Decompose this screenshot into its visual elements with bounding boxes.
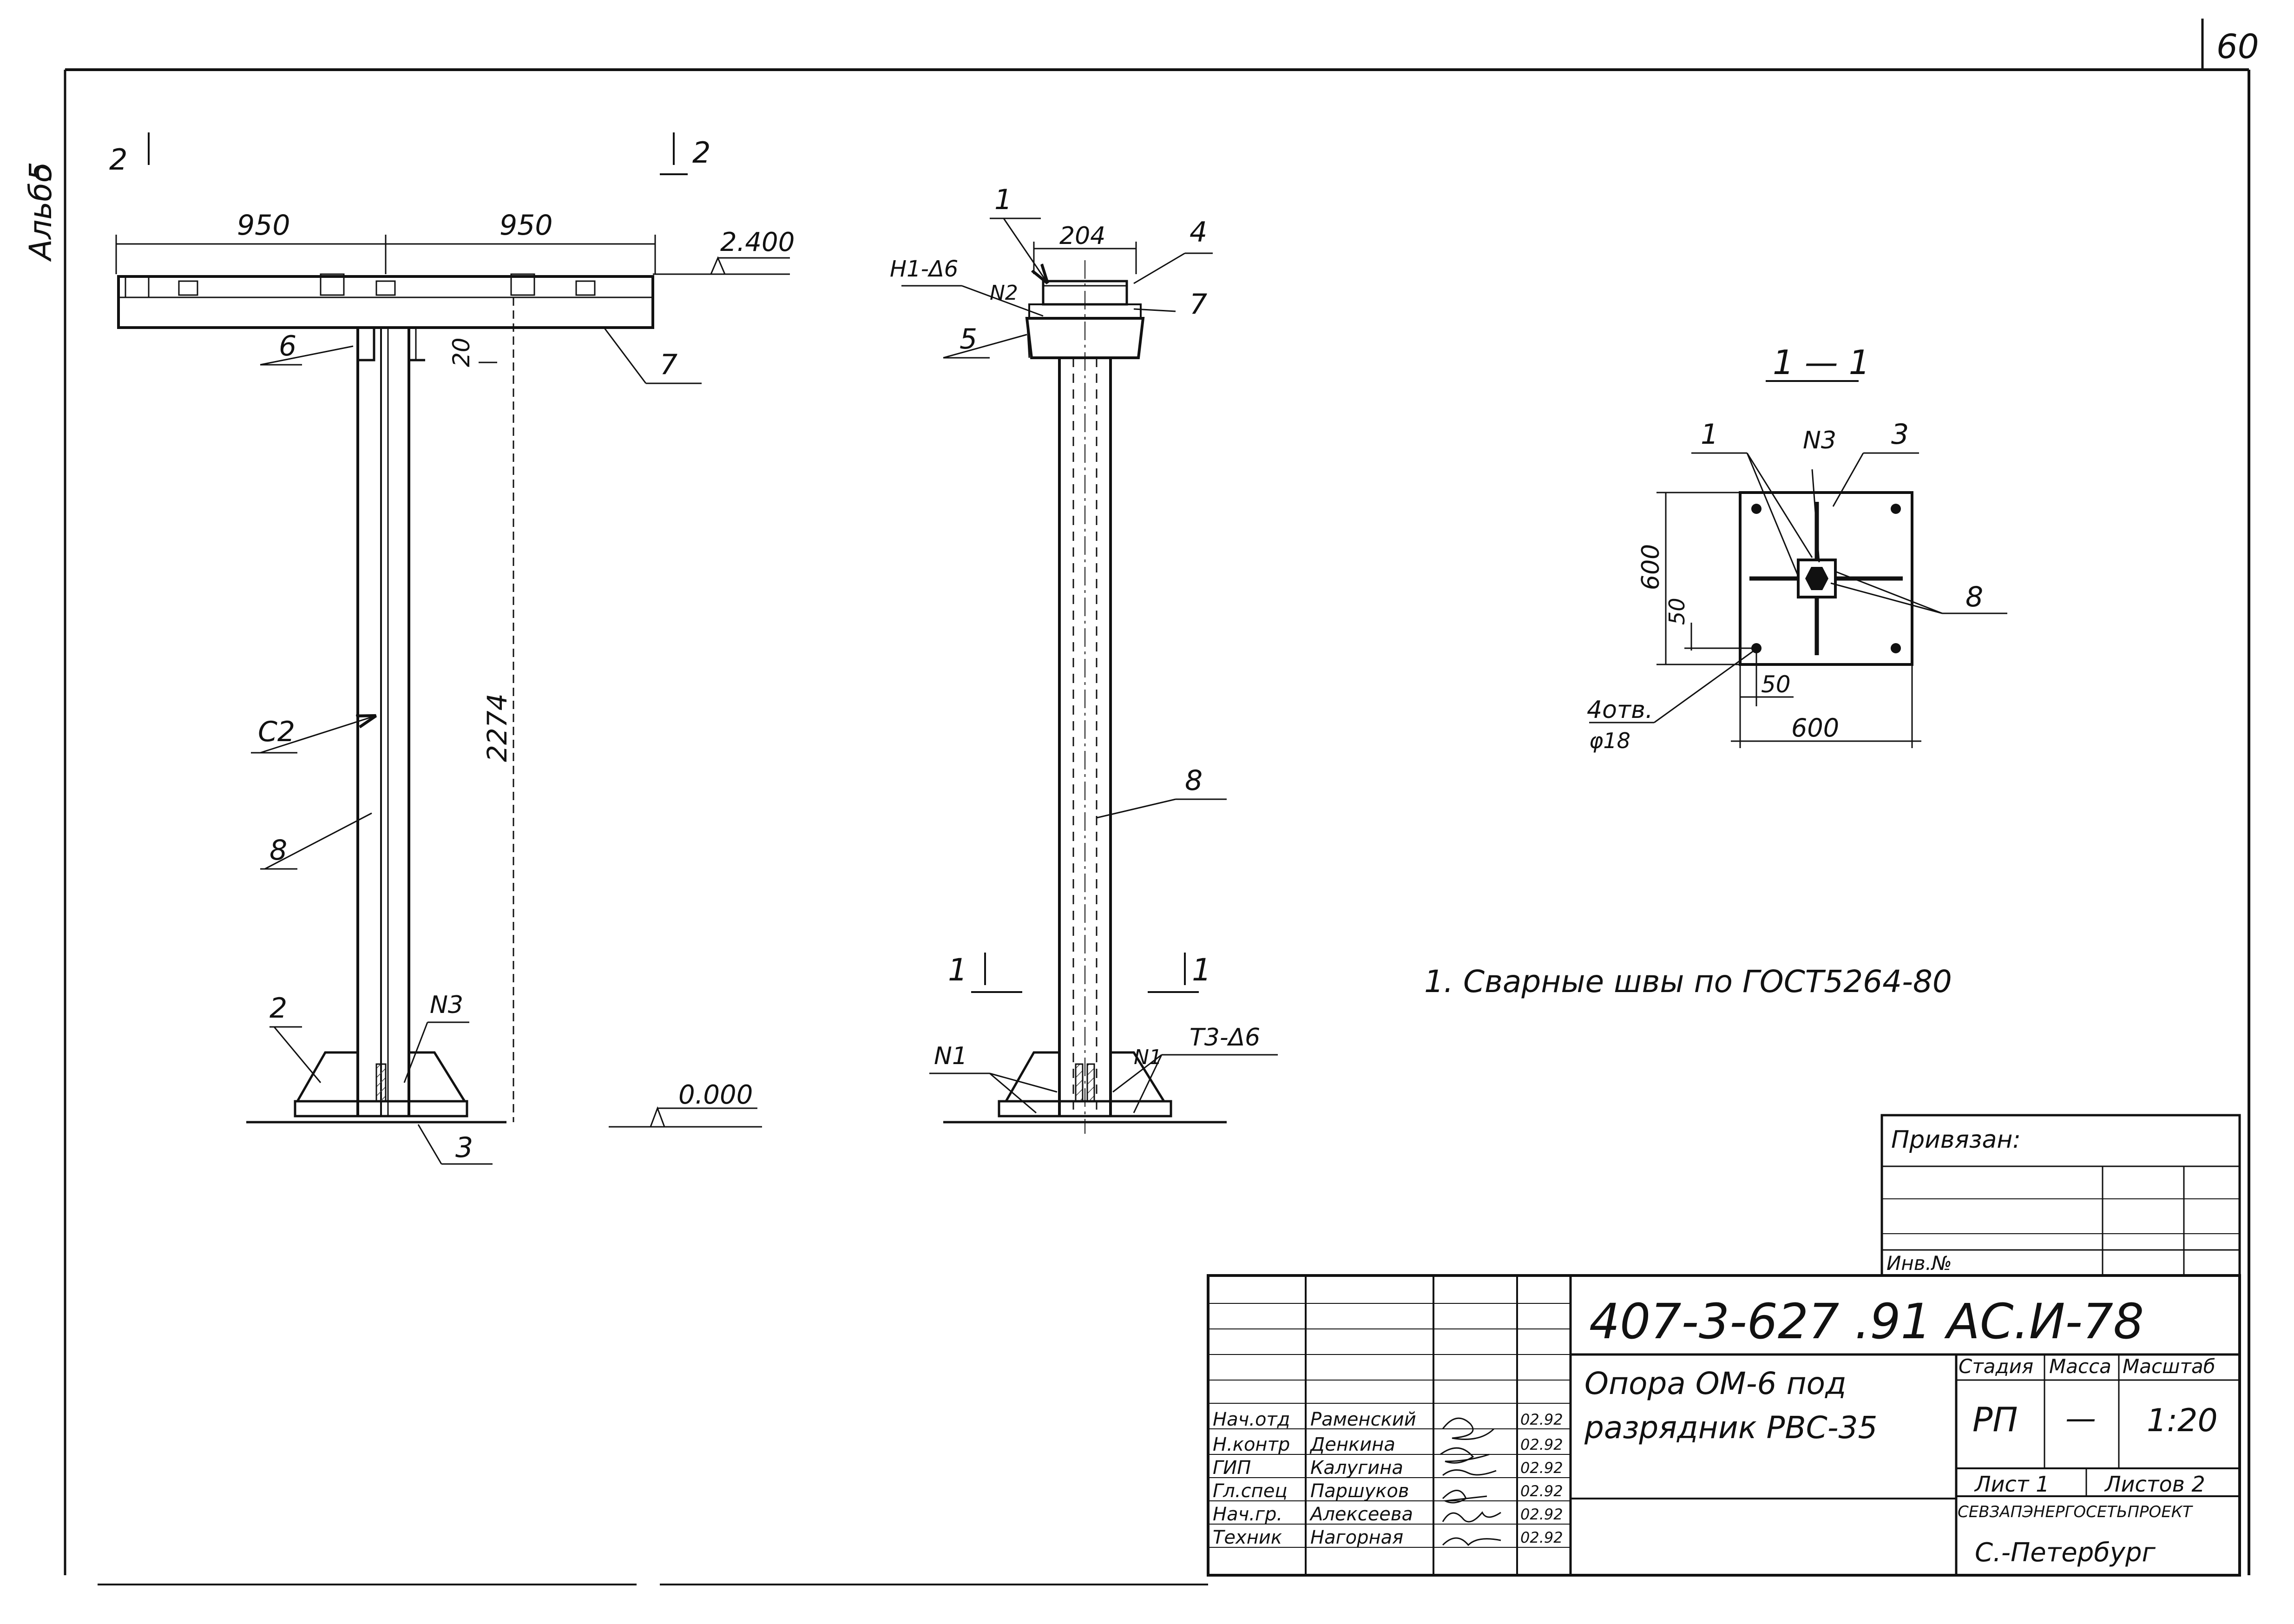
side-pos-4-label: 4 xyxy=(1190,216,1207,249)
sheet-frame xyxy=(64,19,2250,1585)
sec-pos-8-label: 8 xyxy=(1965,581,1983,613)
sig-name: Раменский xyxy=(1310,1409,1416,1430)
sheets-total-label: Листов 2 xyxy=(2104,1472,2205,1497)
side-pos-1-label: 1 xyxy=(994,184,1012,216)
sig-name: Паршуков xyxy=(1310,1480,1409,1502)
sig-date: 02.92 xyxy=(1520,1459,1563,1477)
sig-date: 02.92 xyxy=(1520,1436,1563,1453)
sec-pos-1-label: 1 xyxy=(1701,418,1718,451)
margin-note: Альбо xyxy=(23,164,59,262)
pos-2-label: 2 xyxy=(269,992,287,1025)
dim-600-horizontal: 600 xyxy=(1791,713,1839,743)
holes-count-label: 4отв. xyxy=(1587,696,1653,724)
dim-20: 20 xyxy=(448,337,475,367)
city: С.-Петербург xyxy=(1975,1538,2156,1568)
stage-header: Стадия xyxy=(1959,1355,2033,1378)
document-code: 407-3-627 .91 АС.И-78 xyxy=(1589,1293,2144,1350)
sig-name: Алексеева xyxy=(1309,1504,1413,1525)
holes-diameter-label: φ18 xyxy=(1589,728,1630,753)
sec-weld-n3-label: N3 xyxy=(1803,427,1836,454)
sig-role: Гл.спец xyxy=(1213,1480,1288,1502)
dim-2274: 2274 xyxy=(481,693,513,762)
sig-date: 02.92 xyxy=(1520,1529,1563,1546)
weld-n1-left-label: N1 xyxy=(934,1042,967,1070)
scale-header: Масштаб xyxy=(2123,1355,2215,1378)
level-2400: 2.400 xyxy=(720,227,795,257)
section-1-1 xyxy=(1589,380,2007,748)
page-number: 60 xyxy=(2216,27,2259,66)
title-block-text: 407-3-627 .91 АС.И-78 Опора ОМ-6 под раз… xyxy=(1584,1293,2218,1568)
level-0000: 0.000 xyxy=(678,1080,753,1110)
pos-c2-label: С2 xyxy=(258,716,295,748)
section-mark-1-left: 1 xyxy=(948,952,967,988)
sig-role: ГИП xyxy=(1213,1457,1251,1479)
sig-date: 02.92 xyxy=(1520,1506,1563,1523)
sig-role: Нач.гр. xyxy=(1213,1504,1282,1525)
stage-value: РП xyxy=(1972,1400,2018,1439)
sig-role: Нач.отд xyxy=(1213,1409,1290,1430)
sig-name: Нагорная xyxy=(1310,1527,1403,1548)
pos-7-label: 7 xyxy=(660,348,677,381)
attach-label: Привязан: xyxy=(1891,1126,2021,1154)
mass-value: — xyxy=(2065,1400,2096,1436)
drawing-title-line2: разрядник РВС-35 xyxy=(1584,1410,1878,1446)
organization: СЕВЗАПЭНЕРГОСЕТЬПРОЕКТ xyxy=(1958,1503,2193,1521)
dim-600-vertical: 600 xyxy=(1637,544,1665,590)
section-1-1-title: 1 — 1 xyxy=(1773,343,1870,382)
dim-50-horizontal: 50 xyxy=(1761,671,1791,698)
scale-value: 1:20 xyxy=(2147,1402,2218,1439)
side-pos-8-label: 8 xyxy=(1185,764,1203,797)
side-pos-5-label: 5 xyxy=(960,323,977,355)
weld-n3-label: N3 xyxy=(430,991,463,1019)
weld-n1-right-label: N1 xyxy=(1134,1045,1162,1069)
sig-name: Калугина xyxy=(1310,1457,1403,1479)
weld-n1-d6-label: Н1-Δ6 xyxy=(890,256,958,282)
section-mark-2-left: 2 xyxy=(109,143,127,177)
dim-950-right: 950 xyxy=(500,209,553,242)
margin-note-number: 5 xyxy=(23,162,59,181)
sig-role: Техник xyxy=(1213,1527,1282,1548)
front-view xyxy=(115,132,790,1165)
sheet-number-label: Лист 1 xyxy=(1974,1472,2049,1497)
pos-6-label: 6 xyxy=(279,330,296,362)
sec-pos-3-label: 3 xyxy=(1891,418,1909,451)
sig-date: 02.92 xyxy=(1520,1482,1563,1500)
inv-number-label: Инв.№ xyxy=(1886,1252,1952,1275)
section-1-1-labels: 1 — 1 1 N3 3 8 600 50 50 600 4отв. φ18 xyxy=(1587,343,1983,753)
pos-8-label: 8 xyxy=(269,834,287,867)
mass-header: Масса xyxy=(2049,1355,2111,1378)
section-mark-1-right: 1 xyxy=(1192,952,1211,988)
drawing-title-line1: Опора ОМ-6 под xyxy=(1584,1366,1847,1401)
front-view-labels: 2 2 950 950 2.400 0.000 2274 20 С2 8 6 7… xyxy=(109,136,795,1164)
sig-name: Денкина xyxy=(1309,1434,1395,1455)
weld-t3-d6-label: Т3-Δ6 xyxy=(1190,1024,1260,1052)
dim-204: 204 xyxy=(1059,222,1105,250)
signature-rows: Нач.отд Раменский 02.92 Н.контр Денкина … xyxy=(1213,1409,1563,1548)
title-block xyxy=(1207,1274,2241,1577)
dim-950-left: 950 xyxy=(237,209,290,242)
sig-role: Н.контр xyxy=(1213,1434,1290,1455)
sig-date: 02.92 xyxy=(1520,1411,1563,1428)
weld-n2-label: N2 xyxy=(990,281,1018,305)
note-welds: 1. Сварные швы по ГОСТ5264-80 xyxy=(1424,964,1952,999)
side-view xyxy=(901,217,1278,1134)
pos-3-label: 3 xyxy=(455,1131,473,1164)
dim-50-vertical: 50 xyxy=(1664,598,1689,625)
section-mark-2-right: 2 xyxy=(692,136,710,170)
side-pos-7-label: 7 xyxy=(1190,288,1207,321)
side-view-labels: 204 1 4 7 5 8 Н1-Δ6 N2 N1 N1 Т3-Δ6 1 1 xyxy=(890,184,1260,1070)
